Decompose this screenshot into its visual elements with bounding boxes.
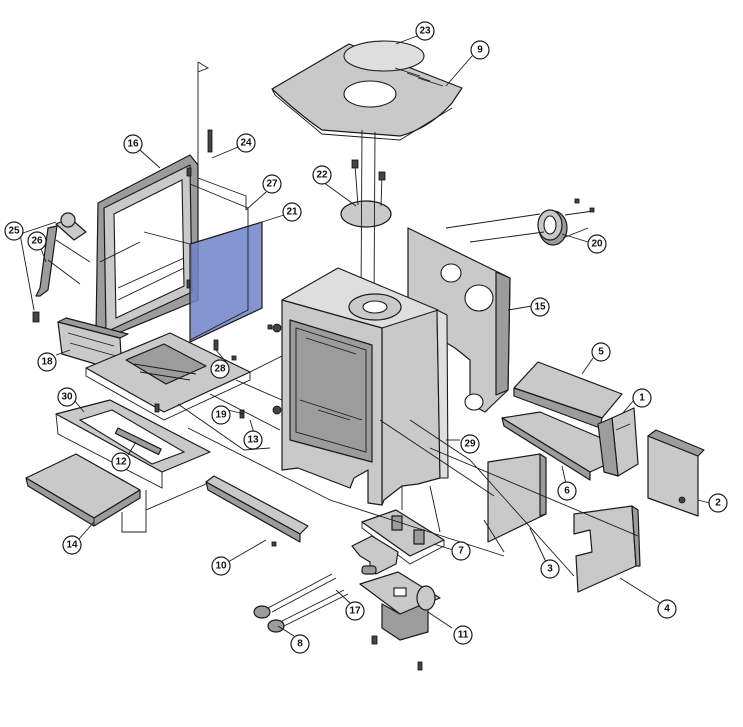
callout-25: 25 [4,221,24,241]
svg-text:14: 14 [66,540,78,551]
callout-24: 24 [236,133,256,153]
svg-text:8: 8 [297,639,303,650]
callout-6: 6 [557,481,577,501]
rear-heat-shield [407,227,511,413]
callout-11: 11 [453,625,473,645]
flue-collar [537,198,595,246]
side-firebrick-right [573,505,641,593]
svg-text:13: 13 [247,435,259,446]
back-firebrick [647,429,705,517]
callout-28: 28 [210,359,230,379]
callout-7: 7 [451,541,471,561]
svg-text:7: 7 [458,546,464,557]
callout-8: 8 [290,634,310,654]
svg-text:29: 29 [464,439,476,450]
callout-21: 21 [282,202,302,222]
svg-text:23: 23 [419,26,431,37]
door-glass [143,183,263,343]
grate-base-plate [85,332,251,421]
stove-body [272,267,449,506]
callout-3: 3 [540,559,560,579]
callout-13: 13 [243,430,263,450]
svg-text:20: 20 [591,239,603,250]
callout-labels: 1 2 3 4 5 6 7 8 9 10 11 12 13 14 15 16 1… [4,21,728,654]
callout-15: 15 [530,297,550,317]
svg-text:21: 21 [286,207,298,218]
flue-plate [340,129,392,301]
ashpan [25,453,141,527]
svg-text:30: 30 [61,392,73,403]
callout-2: 2 [708,493,728,513]
svg-text:10: 10 [215,561,227,572]
svg-text:6: 6 [564,486,570,497]
callout-10: 10 [211,556,231,576]
svg-text:24: 24 [240,138,252,149]
door-handle [32,212,91,323]
spigot-housing [359,571,441,641]
svg-text:3: 3 [547,564,553,575]
hinge-pin [197,61,213,178]
svg-text:5: 5 [598,347,604,358]
svg-text:2: 2 [715,498,721,509]
callout-14: 14 [62,535,82,555]
callout-27: 27 [262,174,282,194]
svg-text:25: 25 [8,226,20,237]
svg-text:11: 11 [458,630,469,641]
callout-22: 22 [312,165,332,185]
svg-text:15: 15 [534,302,546,313]
callout-29: 29 [460,434,480,454]
svg-text:12: 12 [115,457,127,468]
air-control-plate [361,509,445,565]
svg-text:18: 18 [41,357,53,368]
svg-text:1: 1 [639,393,645,404]
callout-16: 16 [123,134,143,154]
callout-17: 17 [345,601,365,621]
callout-1: 1 [632,388,652,408]
ash-lip [145,475,309,547]
callout-20: 20 [587,234,607,254]
svg-text:16: 16 [127,139,139,150]
callout-30: 30 [57,387,77,407]
svg-text:9: 9 [477,45,483,56]
leader-lines [19,35,711,637]
rear-side-brick [597,407,639,477]
svg-text:28: 28 [214,364,226,375]
assembly-lines [99,177,639,577]
svg-text:17: 17 [349,606,361,617]
side-firebrick-left [487,453,547,543]
svg-text:26: 26 [31,236,43,247]
door-frame [95,154,199,339]
callout-23: 23 [415,21,435,41]
callout-18: 18 [37,352,57,372]
callout-12: 12 [111,452,131,472]
svg-text:4: 4 [664,604,670,615]
callout-26: 26 [27,231,47,251]
svg-text:19: 19 [215,410,227,421]
callout-19: 19 [211,405,231,425]
top-plate [271,40,463,141]
air-intake-tubes [351,535,399,575]
ashpan-frame [55,399,211,489]
svg-text:27: 27 [266,179,278,190]
callout-9: 9 [470,40,490,60]
callout-5: 5 [591,342,611,362]
control-rods [253,573,423,671]
svg-text:22: 22 [316,170,328,181]
callout-4: 4 [657,599,677,619]
